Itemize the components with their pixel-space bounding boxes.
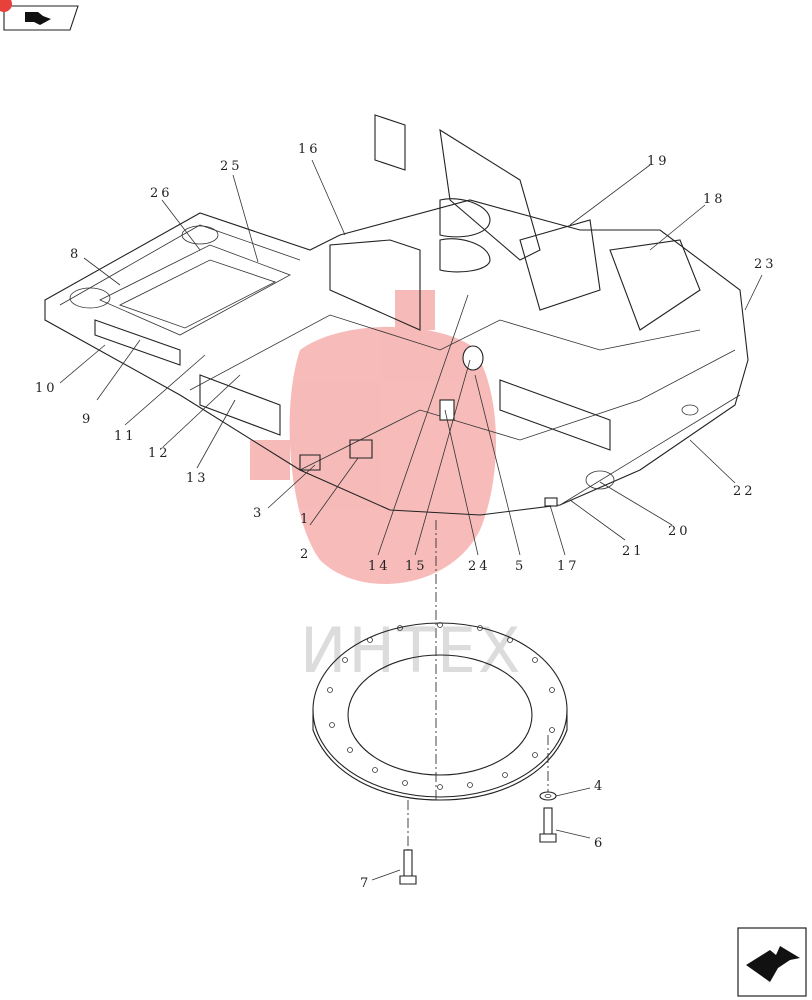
callout-19: 19 <box>647 154 670 169</box>
callout-8: 8 <box>70 247 81 262</box>
callout-15: 15 <box>405 559 428 574</box>
callout-26: 26 <box>150 186 173 201</box>
callout-14: 14 <box>368 559 391 574</box>
callout-5: 5 <box>515 559 526 574</box>
callout-22: 22 <box>733 484 756 499</box>
arrow-icon <box>746 946 800 982</box>
callout-21: 21 <box>622 544 645 559</box>
callout-10: 10 <box>35 381 58 396</box>
washer-4 <box>539 791 557 801</box>
callout-11: 11 <box>114 429 137 444</box>
callout-13: 13 <box>186 471 209 486</box>
prev-page-button[interactable] <box>0 0 79 31</box>
callout-17: 17 <box>557 559 580 574</box>
arrow-icon <box>25 12 51 25</box>
callout-labels: 1 2 3 4 5 6 7 8 9 10 11 12 13 14 15 16 1… <box>35 142 777 891</box>
callout-1: 1 <box>300 512 311 527</box>
upper-frame <box>44 114 749 516</box>
callout-6: 6 <box>594 836 605 851</box>
callout-4: 4 <box>594 779 605 794</box>
watermark-text: ИНТЕХ <box>300 614 523 687</box>
callout-16: 16 <box>298 142 321 157</box>
callout-9: 9 <box>82 412 93 427</box>
callout-25: 25 <box>220 159 243 174</box>
next-page-button[interactable] <box>737 927 807 997</box>
part-3 <box>299 454 321 471</box>
ring-bolt-holes <box>327 622 555 790</box>
callout-2: 2 <box>300 547 311 562</box>
red-marker-icon <box>0 0 12 12</box>
callout-20: 20 <box>668 524 691 539</box>
part-1 <box>349 439 373 459</box>
callout-7: 7 <box>360 876 371 891</box>
callout-12: 12 <box>148 446 171 461</box>
part-17 <box>544 497 558 507</box>
part-5 <box>462 345 484 371</box>
bolt-6 <box>539 807 557 843</box>
bolt-7 <box>399 849 417 885</box>
watermark-logo <box>250 290 497 584</box>
callout-23: 23 <box>754 257 777 272</box>
callout-24: 24 <box>468 559 491 574</box>
callout-3: 3 <box>253 506 264 521</box>
leader-lines <box>59 159 763 881</box>
callout-18: 18 <box>703 192 726 207</box>
